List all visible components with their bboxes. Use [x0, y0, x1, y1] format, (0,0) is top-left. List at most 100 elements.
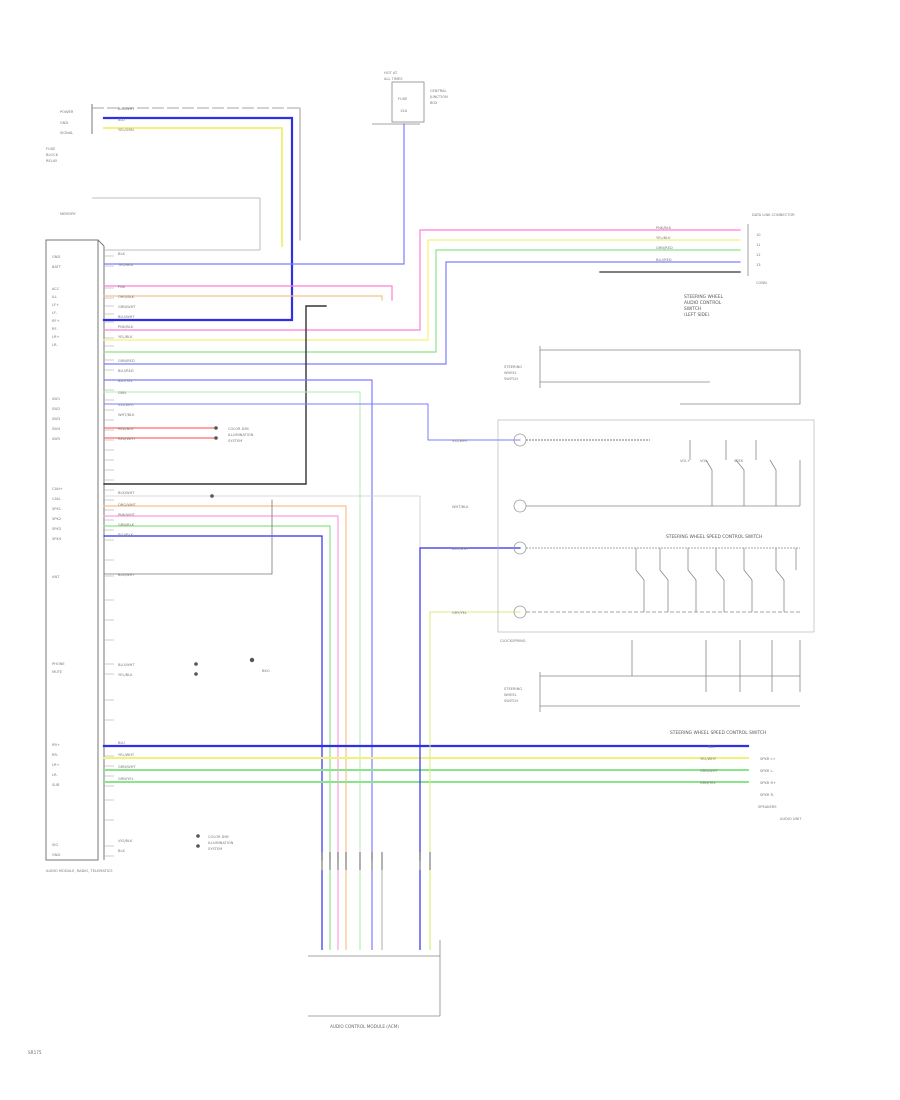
svg-text:BLU/WHT: BLU/WHT	[118, 315, 135, 319]
svg-text:GRN/RED: GRN/RED	[656, 246, 673, 250]
svg-text:SWITCH: SWITCH	[504, 699, 518, 703]
svg-text:RR-: RR-	[52, 753, 59, 757]
svg-text:BLU/WHT: BLU/WHT	[118, 663, 135, 667]
svg-text:SPKR R+: SPKR R+	[760, 781, 776, 785]
svg-text:SW4: SW4	[52, 427, 61, 431]
svg-text:PNK/WHT: PNK/WHT	[118, 513, 136, 517]
svg-text:BLU: BLU	[118, 118, 125, 122]
svg-text:WHEEL: WHEEL	[504, 371, 517, 375]
svg-text:SWITCH: SWITCH	[684, 306, 701, 312]
svg-text:SW5: SW5	[52, 437, 60, 441]
svg-text:ILLUMINATION: ILLUMINATION	[228, 433, 254, 437]
svg-text:POWER: POWER	[60, 110, 74, 114]
svg-text:AUDIO UNIT: AUDIO UNIT	[780, 817, 802, 821]
module-label: AUDIO CONTROL MODULE (ACM)	[330, 1024, 399, 1029]
svg-text:10: 10	[756, 233, 761, 237]
svg-text:YEL/WHT: YEL/WHT	[118, 753, 135, 757]
svg-text:GRN/YEL: GRN/YEL	[700, 781, 716, 785]
svg-text:BLU/YEL: BLU/YEL	[118, 379, 133, 383]
connector-pin-ticks	[104, 255, 114, 857]
svg-text:CENTRAL: CENTRAL	[430, 89, 446, 93]
svg-text:LR-: LR-	[52, 773, 58, 777]
svg-text:CONN: CONN	[756, 281, 767, 285]
svg-text:WHEEL: WHEEL	[504, 693, 517, 697]
svg-text:HOT AT: HOT AT	[384, 71, 398, 75]
svg-text:LR-: LR-	[52, 343, 58, 347]
svg-text:PNK/BLK: PNK/BLK	[118, 325, 134, 329]
svg-text:YEL/BLK: YEL/BLK	[118, 673, 133, 677]
svg-text:BLU/WHT: BLU/WHT	[452, 547, 469, 551]
svg-text:LF-: LF-	[52, 311, 58, 315]
svg-text:STEERING WHEEL SPEED CONTROL S: STEERING WHEEL SPEED CONTROL SWITCH	[670, 730, 766, 736]
head-unit-label: AUDIO MODULE, RADIO, TELEMATICS	[46, 869, 113, 873]
svg-text:SYSTEM: SYSTEM	[208, 847, 222, 851]
svg-text:RED/WHT: RED/WHT	[118, 437, 136, 441]
svg-text:ILL: ILL	[52, 295, 57, 299]
svg-text:VIO/WHT: VIO/WHT	[118, 403, 135, 407]
svg-text:SIG: SIG	[52, 843, 58, 847]
svg-text:SPK3: SPK3	[52, 527, 61, 531]
svg-text:12: 12	[756, 253, 761, 257]
switch-assembly: STEERING WHEEL AUDIO CONTROL SWITCH (LEF…	[452, 294, 815, 736]
svg-text:STEERING: STEERING	[504, 687, 522, 691]
svg-text:ACC: ACC	[52, 287, 60, 291]
svg-text:BLU/RED: BLU/RED	[656, 258, 672, 262]
svg-text:BLU/RED: BLU/RED	[118, 369, 134, 373]
svg-text:(LEFT SIDE): (LEFT SIDE)	[684, 312, 710, 318]
speakers-label: SPEAKERS	[758, 805, 777, 809]
svg-text:BKG: BKG	[262, 669, 270, 673]
svg-text:DATA LINK CONNECTOR: DATA LINK CONNECTOR	[752, 213, 795, 217]
svg-text:BLU: BLU	[118, 741, 125, 745]
svg-text:VIO/BLK: VIO/BLK	[118, 839, 133, 843]
head-unit-connector	[45, 239, 105, 861]
svg-text:BOX: BOX	[430, 101, 438, 105]
svg-text:BATT: BATT	[52, 265, 62, 269]
svg-text:STEERING WHEEL: STEERING WHEEL	[684, 294, 724, 300]
svg-text:AUDIO CONTROL: AUDIO CONTROL	[684, 300, 722, 306]
svg-text:MUTE: MUTE	[52, 670, 63, 674]
svg-text:GRN/YEL: GRN/YEL	[118, 777, 134, 781]
svg-text:BLK/WHT: BLK/WHT	[118, 491, 135, 495]
svg-text:LR+: LR+	[52, 763, 60, 767]
svg-text:13: 13	[756, 263, 761, 267]
svg-text:BLK: BLK	[118, 252, 125, 256]
svg-text:BLK: BLK	[118, 849, 125, 853]
svg-text:ALL TIMES: ALL TIMES	[384, 77, 403, 81]
svg-text:PHONE: PHONE	[52, 662, 65, 666]
svg-text:SPK2: SPK2	[52, 517, 61, 521]
svg-text:YEL/GRN: YEL/GRN	[118, 128, 134, 132]
svg-text:GND: GND	[52, 853, 60, 857]
svg-text:MEMORY: MEMORY	[60, 212, 77, 216]
top-left-module: POWER GND SIGNAL FUSE BLOCK RELAY MEMORY	[46, 104, 300, 251]
svg-text:SW2: SW2	[52, 407, 60, 411]
svg-text:CLOCKSPRING: CLOCKSPRING	[500, 639, 526, 643]
svg-text:FUSE: FUSE	[398, 97, 408, 101]
svg-text:RED/BLK: RED/BLK	[118, 427, 134, 431]
svg-text:SW3: SW3	[52, 417, 60, 421]
svg-text:11: 11	[756, 243, 761, 247]
svg-text:GND: GND	[60, 121, 68, 125]
svg-text:SYSTEM: SYSTEM	[228, 439, 242, 443]
svg-text:VIO/WHT: VIO/WHT	[452, 439, 469, 443]
svg-text:YEL/BLK: YEL/BLK	[118, 335, 133, 339]
svg-text:STEERING WHEEL SPEED CONTROL S: STEERING WHEEL SPEED CONTROL SWITCH	[666, 534, 762, 540]
svg-text:SPKR L+: SPKR L+	[760, 757, 775, 761]
svg-text:ORG/BLK: ORG/BLK	[118, 295, 135, 299]
svg-text:GRN/WHT: GRN/WHT	[118, 305, 136, 309]
svg-text:WHT/BLK: WHT/BLK	[118, 413, 135, 417]
svg-text:COLOR DIM: COLOR DIM	[228, 427, 249, 431]
ground-symbols	[194, 426, 255, 848]
svg-text:CAN+: CAN+	[52, 487, 63, 491]
svg-text:15A: 15A	[400, 109, 408, 113]
upper-right-connector: DATA LINK CONNECTOR 10 11 12 13 CONN PNK…	[656, 213, 795, 285]
svg-text:SW1: SW1	[52, 397, 60, 401]
svg-text:SPKR L-: SPKR L-	[760, 769, 774, 773]
svg-text:YEL/BLK: YEL/BLK	[656, 236, 671, 240]
page-code: SR175	[28, 1050, 42, 1055]
svg-text:GRN/WHT: GRN/WHT	[118, 765, 136, 769]
connector-pin-labels: GND BATT ACC ILL LF+ LF- RF+ RF- LR+ LR-…	[52, 255, 65, 857]
svg-text:LF+: LF+	[52, 303, 59, 307]
svg-text:LR+: LR+	[52, 335, 60, 339]
fuse-box: HOT AT ALL TIMES FUSE 15A CENTRAL JUNCTI…	[372, 71, 448, 125]
